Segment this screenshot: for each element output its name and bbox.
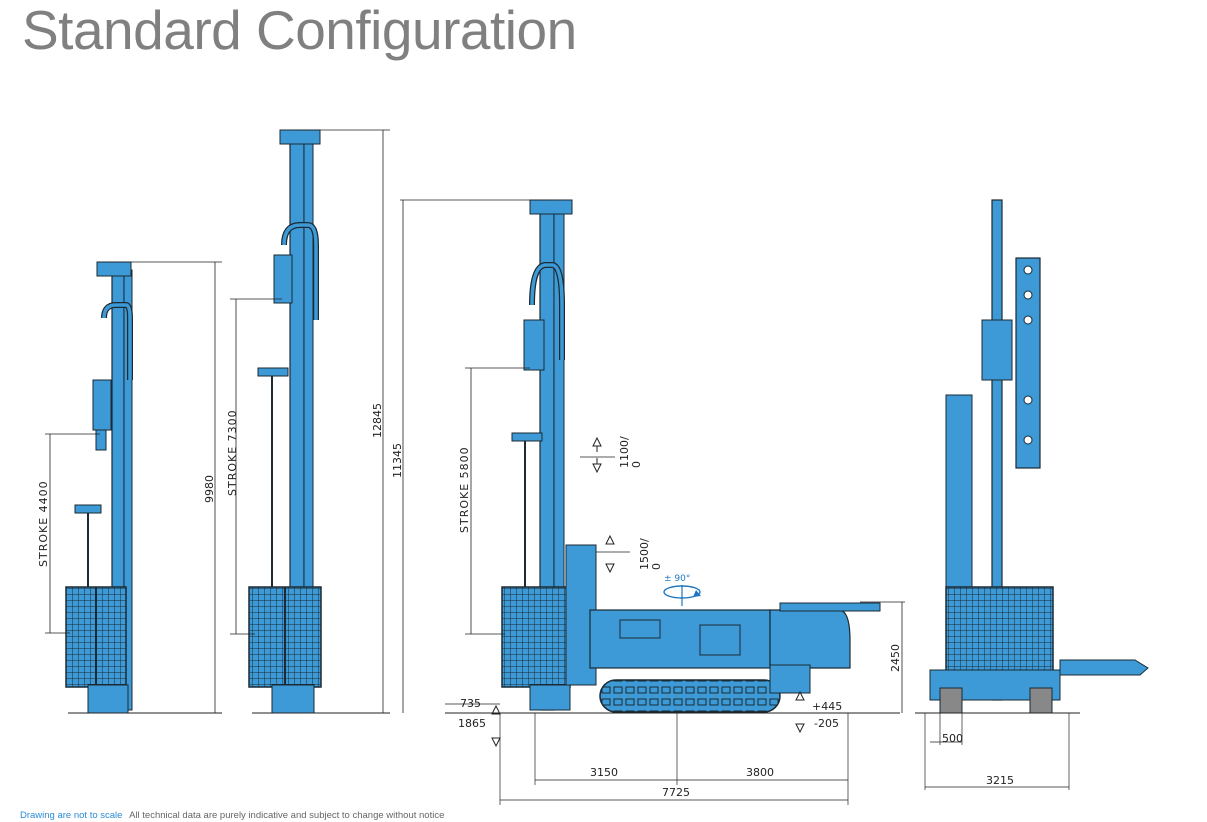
view3-ground-down: 1865	[458, 717, 486, 730]
view3-len-front: 3150	[590, 766, 618, 779]
view3-stroke-label: STROKE 5800	[458, 446, 471, 533]
rig-view-1	[45, 261, 222, 714]
rig-view-3	[400, 199, 905, 805]
footer-note: Drawing are not to scale All technical d…	[20, 810, 444, 822]
footer-note-disclaimer: All technical data are purely indicative…	[129, 810, 445, 821]
view3-rotation: ± 90°	[664, 574, 690, 584]
page-title: Standard Configuration	[22, 0, 577, 61]
view4-width: 3215	[986, 774, 1014, 787]
view1-stroke-label: STROKE 4400	[37, 480, 50, 567]
view2-stroke-label: STROKE 7300	[226, 409, 239, 496]
view3-len-total: 7725	[662, 786, 690, 799]
footer-note-scale: Drawing are not to scale	[20, 810, 123, 821]
view3-track-up: +445	[812, 700, 842, 713]
view2-height-label: 12845	[371, 403, 384, 438]
view3-cab-height: 2450	[889, 644, 902, 672]
view3-ground-up: 735	[460, 697, 481, 710]
view1-height-label: 9980	[203, 475, 216, 503]
view3-track-down: -205	[814, 717, 839, 730]
view4-offset: 500	[942, 732, 963, 745]
rig-view-4	[915, 199, 1149, 790]
view3-head-travel: 1100/0	[618, 436, 643, 468]
rig-view-2	[230, 129, 390, 714]
view3-slide-travel: 1500/0	[638, 538, 663, 570]
view3-len-rear: 3800	[746, 766, 774, 779]
view3-height-label: 11345	[391, 443, 404, 478]
